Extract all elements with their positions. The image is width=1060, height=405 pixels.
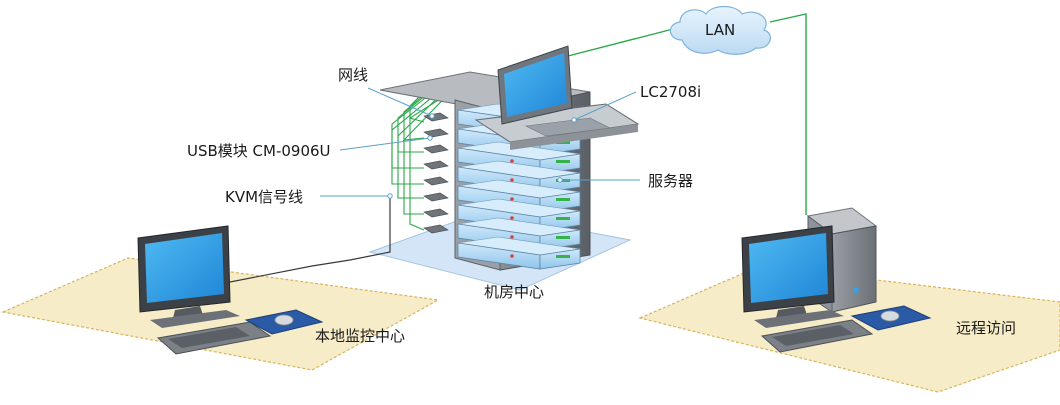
usb-module [423, 144, 449, 154]
callout-lines [320, 87, 640, 197]
remote-access-label: 远程访问 [956, 319, 1016, 337]
server-unit [457, 236, 581, 270]
kvm-console [474, 45, 640, 150]
kvm-link-local [229, 196, 391, 283]
machine-room-label: 机房中心 [484, 283, 544, 301]
network-cable-label: 网线 [338, 66, 368, 84]
kvm-cable-label: KVM信号线 [225, 188, 303, 206]
lan-link-right [769, 13, 807, 215]
usb-module-label: USB模块 CM-0906U [187, 142, 331, 160]
usb-module [423, 176, 449, 186]
lan-label: LAN [705, 21, 735, 39]
usb-module [423, 224, 449, 234]
lan-link-left [567, 27, 678, 57]
local-monitor [137, 225, 240, 328]
callout-dots [387, 113, 577, 199]
usb-module [423, 128, 449, 138]
local-keyboard [156, 321, 272, 355]
local-mouse-pad [244, 309, 324, 335]
remote-monitor [741, 225, 844, 328]
remote-keyboard [760, 319, 874, 353]
server-label: 服务器 [648, 172, 693, 190]
lan-cloud [669, 5, 772, 55]
usb-module [423, 160, 449, 170]
usb-modules [423, 112, 449, 234]
local-monitoring-label: 本地监控中心 [315, 327, 405, 345]
kvm-switch-label: LC2708i [640, 83, 701, 101]
usb-module [423, 192, 449, 202]
usb-module [423, 208, 449, 218]
remote-mouse-pad [850, 305, 932, 331]
